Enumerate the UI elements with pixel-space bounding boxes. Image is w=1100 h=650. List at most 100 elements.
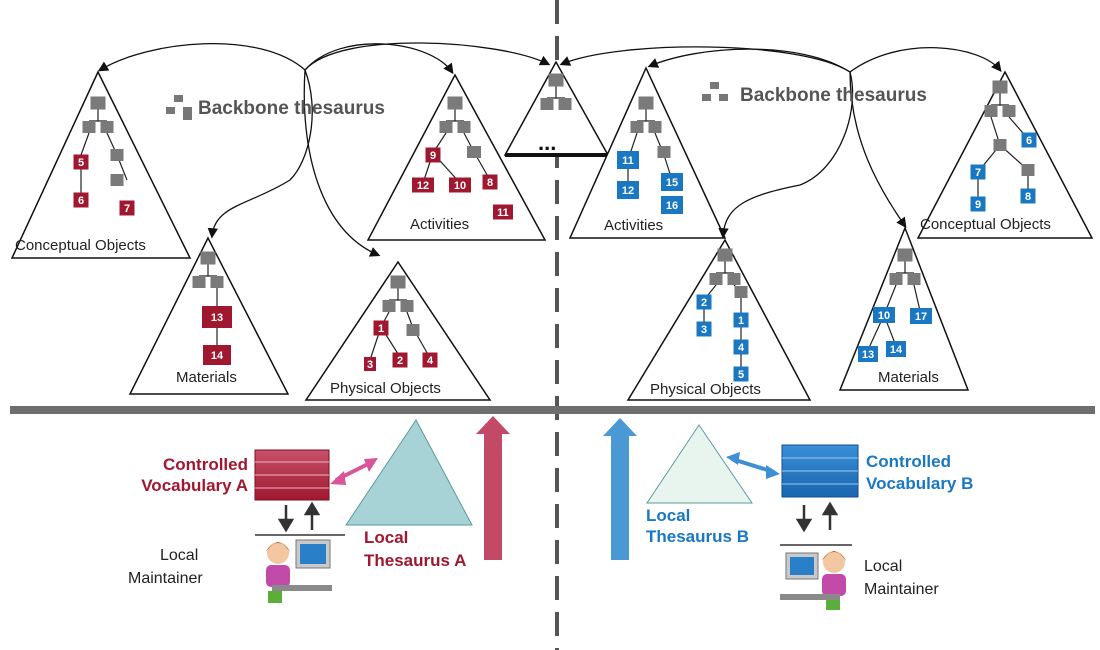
tree-node-label: 11 xyxy=(622,155,634,167)
tree-node xyxy=(889,273,903,285)
tree-node xyxy=(1020,188,1036,204)
tree-node-label: 14 xyxy=(890,344,903,356)
tree-node xyxy=(886,341,906,357)
tree-node-label: 5 xyxy=(78,157,84,169)
tree-node xyxy=(970,164,986,180)
tree-node xyxy=(1021,132,1037,148)
triangle-right-physical: Physical Objects xyxy=(626,238,812,401)
tree-node-label: 10 xyxy=(454,180,466,192)
tree-node-label: 2 xyxy=(701,297,707,309)
tree-node xyxy=(617,151,639,169)
tree-node xyxy=(425,147,441,163)
tree-node-label: 2 xyxy=(397,355,403,367)
tree-node-label: 13 xyxy=(862,349,874,361)
triangle-left-conceptual: Conceptual Objects xyxy=(10,70,192,259)
tree-node xyxy=(392,352,408,368)
tree-node-root xyxy=(897,248,913,262)
tree-node-root xyxy=(390,275,406,289)
tree-node xyxy=(457,121,471,133)
tree-node-label: 4 xyxy=(427,355,434,367)
tree-node xyxy=(400,300,414,312)
maintainer-left-line1: Local xyxy=(160,547,198,564)
tree-node xyxy=(493,204,513,220)
maintainer-right-line1: Local xyxy=(864,558,902,575)
tree-node xyxy=(648,121,662,133)
tree-node-label: 8 xyxy=(487,177,493,189)
tree-node xyxy=(617,181,639,199)
tree-node xyxy=(910,308,932,324)
tree-node-label: 1 xyxy=(738,315,744,327)
backbone-label-right: Backbone thesaurus xyxy=(740,85,927,106)
triangle-center: ... xyxy=(503,60,610,157)
tree-node xyxy=(657,146,671,158)
tree-node xyxy=(73,192,89,208)
tree-node-label: 3 xyxy=(367,359,373,371)
tree-node-label: 1 xyxy=(378,323,384,335)
horizontal-separator xyxy=(10,406,1095,414)
tree-node-root xyxy=(90,96,106,110)
tree-node xyxy=(907,273,921,285)
label-left-activities: Activities xyxy=(410,216,469,233)
lt-a-line2: Thesaurus A xyxy=(364,551,466,570)
tree-node-label: 10 xyxy=(878,310,890,322)
lt-b-line1: Local xyxy=(646,506,690,525)
maintainer-avatar-right xyxy=(780,551,846,610)
local-thesaurus-a-triangle: Local Thesaurus A xyxy=(345,419,473,570)
triangle-left-activities: Activities xyxy=(366,73,547,241)
tree-node xyxy=(100,121,114,133)
cv-a-line2: Vocabulary A xyxy=(141,476,248,495)
tree-node xyxy=(203,345,231,365)
tree-node xyxy=(696,294,712,310)
tree-node xyxy=(1021,164,1035,176)
label-left-conceptual: Conceptual Objects xyxy=(15,237,146,254)
ellipsis: ... xyxy=(538,130,556,155)
tree-node xyxy=(661,173,683,191)
tree-node xyxy=(733,366,749,382)
maintainer-arrows-right xyxy=(795,501,839,533)
hierarchy-icon xyxy=(166,95,192,120)
tree-node xyxy=(119,200,135,216)
tree-node xyxy=(661,196,683,214)
backbone-right: Backbone thesaurus xyxy=(702,82,927,106)
triangle-left-physical: Physical Objects xyxy=(304,260,492,401)
tree-node xyxy=(558,98,572,110)
cv-b-line2: Vocabulary B xyxy=(866,474,973,493)
tree-node xyxy=(970,196,986,212)
tree-node xyxy=(422,352,438,368)
tree-node-root xyxy=(717,248,733,262)
tree-node xyxy=(82,121,96,133)
tree-node xyxy=(858,346,878,362)
backbone-left: Backbone thesaurus xyxy=(166,95,385,120)
hierarchy-icon xyxy=(702,82,728,101)
tree-node xyxy=(709,273,723,285)
tree-node-label: 12 xyxy=(622,185,634,197)
tree-node-label: 3 xyxy=(701,324,707,336)
tree-node xyxy=(110,149,124,161)
backbone-arrows xyxy=(97,42,1002,257)
tree-node xyxy=(210,276,224,288)
tree-node xyxy=(727,273,741,285)
maintainer-left-line2: Maintainer xyxy=(128,570,203,587)
tree-node xyxy=(734,286,748,298)
tree-node xyxy=(696,321,712,337)
label-right-activities: Activities xyxy=(604,217,663,234)
tree-node xyxy=(406,324,420,336)
backbone-label-left: Backbone thesaurus xyxy=(198,98,385,119)
tree-node-label: 8 xyxy=(1025,191,1031,203)
tree-node xyxy=(364,357,376,371)
triangle-right-conceptual: Conceptual Objects xyxy=(916,70,1094,239)
tree-node xyxy=(733,339,749,355)
tree-node xyxy=(467,146,481,158)
tree-node xyxy=(449,177,471,193)
tree-node xyxy=(984,105,998,117)
up-arrow-right xyxy=(603,418,637,560)
tree-node-label: 15 xyxy=(666,177,678,189)
tree-node xyxy=(192,276,206,288)
tree-node xyxy=(373,320,389,336)
tree-node-label: 7 xyxy=(124,203,130,215)
label-left-materials: Materials xyxy=(176,369,237,386)
tree-node xyxy=(733,312,749,328)
label-right-materials: Materials xyxy=(878,369,939,386)
tree-node-label: 12 xyxy=(417,180,429,192)
